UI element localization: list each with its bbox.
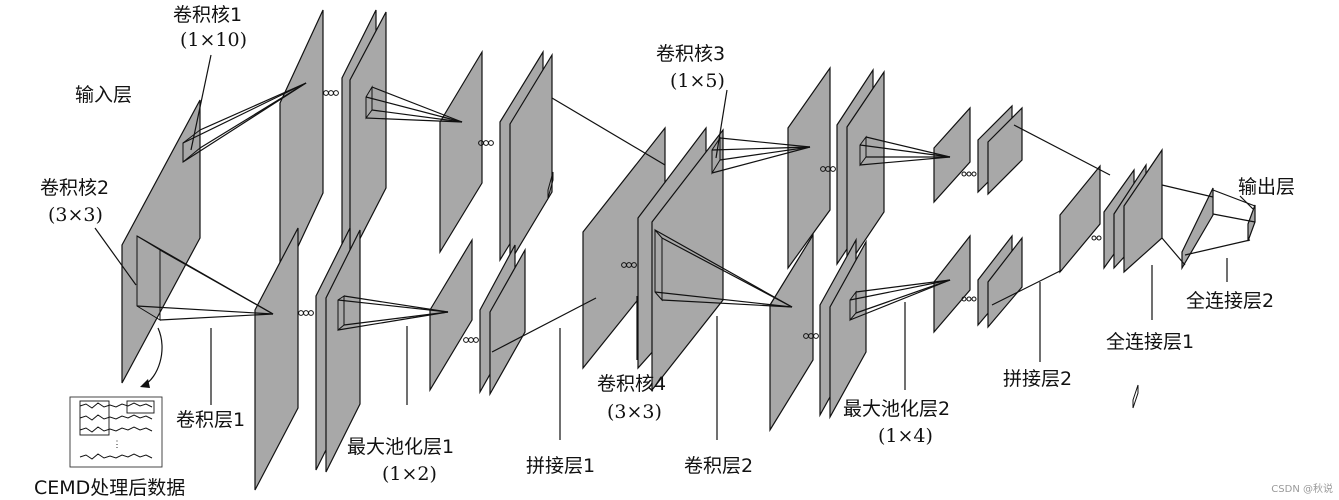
cemd-ellipsis: ⋮ [113,440,122,450]
lower-conv1-plane-a [254,227,299,491]
kernel3b-pyramid [859,135,951,167]
maxpool2-label: 最大池化层2 [843,398,950,420]
fc2-plane [1181,187,1214,271]
lower-conv2-plane-c [829,239,867,420]
upper-pool1-plane-c [509,52,553,265]
kernel4b-pyramid [849,279,951,322]
kernel4-label: 卷积核4 [597,373,666,395]
small-diamond-1 [547,171,554,199]
concat2-plane-d [1123,148,1163,274]
kernel1b-pyramid [365,85,463,123]
concat1-label: 拼接层1 [526,455,595,477]
leader-lines [94,54,1254,440]
input-layer-plane [121,99,201,384]
upper-conv2-plane-a [787,66,831,270]
kernel2-label: 卷积核2 [40,177,109,199]
kernel3-size-label: (1×5) [670,70,725,92]
kernel2-size-label: (3×3) [48,204,103,226]
fc2-label: 全连接层2 [1186,290,1274,312]
fc1-label: 全连接层1 [1106,331,1194,353]
output-layer-label: 输出层 [1238,176,1295,198]
cemd-arrow-head [140,379,150,388]
output-plane [1247,204,1256,242]
lower-conv2-plane-a [769,232,814,433]
conv-layer2-label: 卷积层2 [684,455,753,477]
upper-conv1-plane-c [349,11,387,259]
upper-conv1-plane-a [279,9,324,286]
kernel3-pyramid [711,136,811,175]
lower-pool1-plane-c [489,247,526,397]
concat2-label: 拼接层2 [1003,368,1072,390]
conv-layer1-label: 卷积层1 [176,409,245,431]
concat2-plane-a [1059,164,1101,274]
kernel1-label: 卷积核1 [173,4,242,26]
kernel1-size-label: (1×10) [180,29,247,51]
watermark: CSDN @秋说 [1271,482,1333,495]
maxpool1-size-label: (1×2) [382,463,437,485]
lower-pool2-plane-c [987,236,1023,329]
lower-conv1-plane-c [325,229,361,473]
separator-dots [298,90,1102,343]
kernel2-pyramid [136,235,274,321]
input-layer-label: 输入层 [75,84,132,106]
cemd-data-label: CEMD处理后数据 [34,477,185,499]
maxpool1-label: 最大池化层1 [347,436,454,458]
small-diamond-2 [1132,384,1139,409]
connection-lines [491,97,1256,353]
lower-pool1-plane-a [429,237,473,393]
cemd-data-thumbnail: ⋮ [69,396,163,468]
kernel1-pyramid [182,82,307,164]
maxpool2-size-label: (1×4) [878,425,933,447]
kernel4-size-label: (3×3) [607,401,662,423]
upper-pool2-plane-a [933,106,971,204]
lower-pool2-plane-a [933,234,971,334]
upper-pool1-plane-a [439,49,483,255]
kernel2b-pyramid [337,295,449,332]
upper-conv2-plane-c [846,70,885,269]
upper-pool2-plane-c [987,106,1023,196]
kernel3-label: 卷积核3 [656,43,725,65]
kernel4-pyramid [654,228,793,308]
